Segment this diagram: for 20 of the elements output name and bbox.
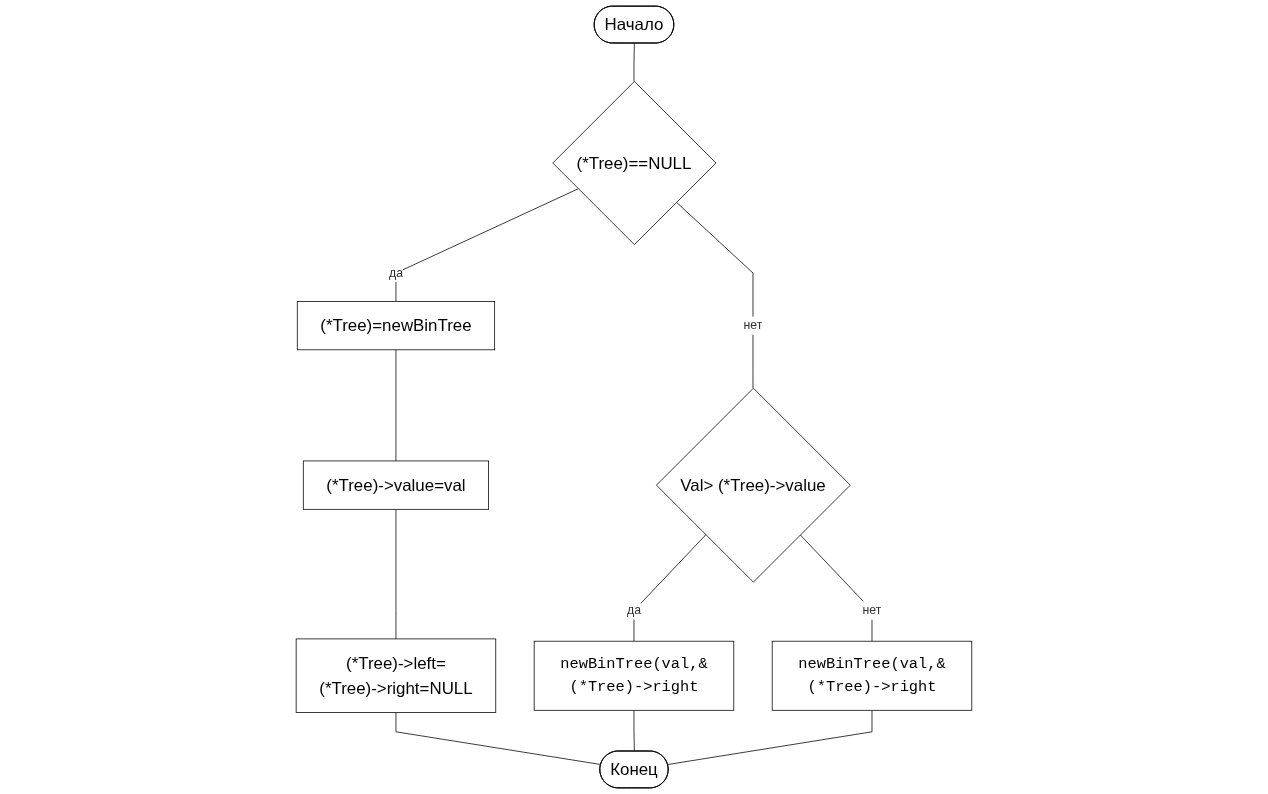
node-box: newBinTree(val,&(*Tree)->right (771, 640, 973, 711)
connector (633, 43, 635, 82)
node-diamond: (*Tree)==NULL (552, 81, 717, 245)
node-diamond: Val> (*Tree)->value (656, 387, 851, 583)
edge-label: нет (743, 318, 763, 332)
node-box: (*Tree)->left=(*Tree)->right=NULL (295, 638, 497, 713)
edge-label: да (388, 266, 403, 280)
connector (633, 709, 635, 752)
edge-label: нет (862, 603, 882, 617)
node-box: (*Tree)=newBinTree (296, 301, 496, 351)
connector (676, 201, 754, 389)
connector (667, 709, 873, 765)
connector (395, 508, 397, 640)
connector (395, 712, 602, 765)
connector (799, 534, 873, 642)
node-box: (*Tree)->value=val (302, 460, 490, 510)
connector (395, 188, 579, 302)
edge-label: да (626, 603, 641, 617)
connector (633, 534, 707, 642)
node-box: newBinTree(val,&(*Tree)->right (533, 640, 735, 711)
